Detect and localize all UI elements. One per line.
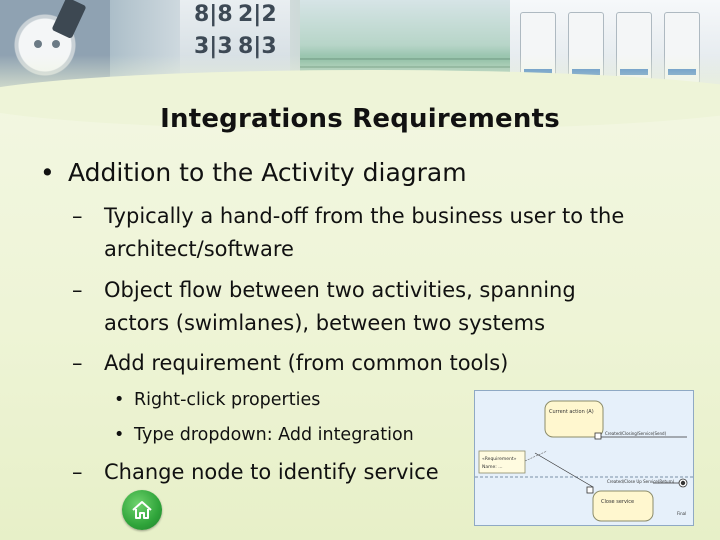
dash-icon: – [72, 278, 83, 302]
bullet-text-line: Add requirement (from common tools) [104, 351, 509, 375]
bullet-level1: • Addition to the Activity diagram [40, 158, 467, 187]
note-label: Name: ... [482, 464, 503, 470]
bullet-text: Right-click properties [134, 390, 321, 410]
home-icon [132, 501, 152, 519]
pin-icon [586, 486, 594, 494]
activity-node-bottom [592, 490, 654, 522]
slide-title: Integrations Requirements [160, 104, 560, 134]
edge-label: Created/Close Up Service(Return) [607, 479, 675, 484]
bullet-text: Type dropdown: Add integration [134, 425, 414, 445]
digit-label: 8|8 [194, 2, 233, 27]
dash-icon: – [72, 204, 83, 228]
pin-icon [594, 432, 602, 440]
digit-label: 3|3 [194, 34, 233, 59]
bullet-text-line: Change node to identify service [104, 460, 439, 484]
node-label: Current action (A) [549, 409, 594, 415]
bullet-level2: – Typically a hand-off from the business… [72, 200, 692, 266]
dash-icon: – [72, 460, 83, 484]
digit-label: 2|2 [238, 2, 277, 27]
bullet-level3: • Right-click properties [114, 390, 320, 410]
bullet-text: Addition to the Activity diagram [68, 158, 467, 187]
requirement-note [478, 450, 526, 474]
activity-diagram-thumbnail: Current action (A) «Requirement» Name: .… [474, 390, 694, 526]
final-label: Final [677, 511, 686, 516]
edge-label: Created/Closing/Service(Send) [605, 431, 667, 436]
note-label: «Requirement» [482, 456, 517, 462]
home-button[interactable] [122, 490, 162, 530]
header-swoosh [0, 70, 720, 130]
bullet-text-line: actors (swimlanes), between two systems [104, 311, 546, 335]
plug-image [51, 0, 87, 39]
bullet-icon: • [114, 390, 125, 410]
bullet-level2: – Change node to identify service [72, 456, 472, 489]
activity-node-top [544, 400, 604, 438]
digit-label: 8|3 [238, 34, 277, 59]
bullet-text-line: Object flow between two activities, span… [104, 278, 576, 302]
dash-icon: – [72, 351, 83, 375]
bullet-icon: • [114, 425, 125, 445]
bullet-level2: – Object flow between two activities, sp… [72, 274, 692, 340]
bullet-text-line: Typically a hand-off from the business u… [104, 204, 625, 228]
bullet-level3: • Type dropdown: Add integration [114, 425, 414, 445]
bullet-text-line: architect/software [104, 237, 294, 261]
node-label: Close service [601, 499, 634, 505]
bullet-level2: – Add requirement (from common tools) [72, 347, 692, 380]
bullet-icon: • [40, 158, 55, 187]
